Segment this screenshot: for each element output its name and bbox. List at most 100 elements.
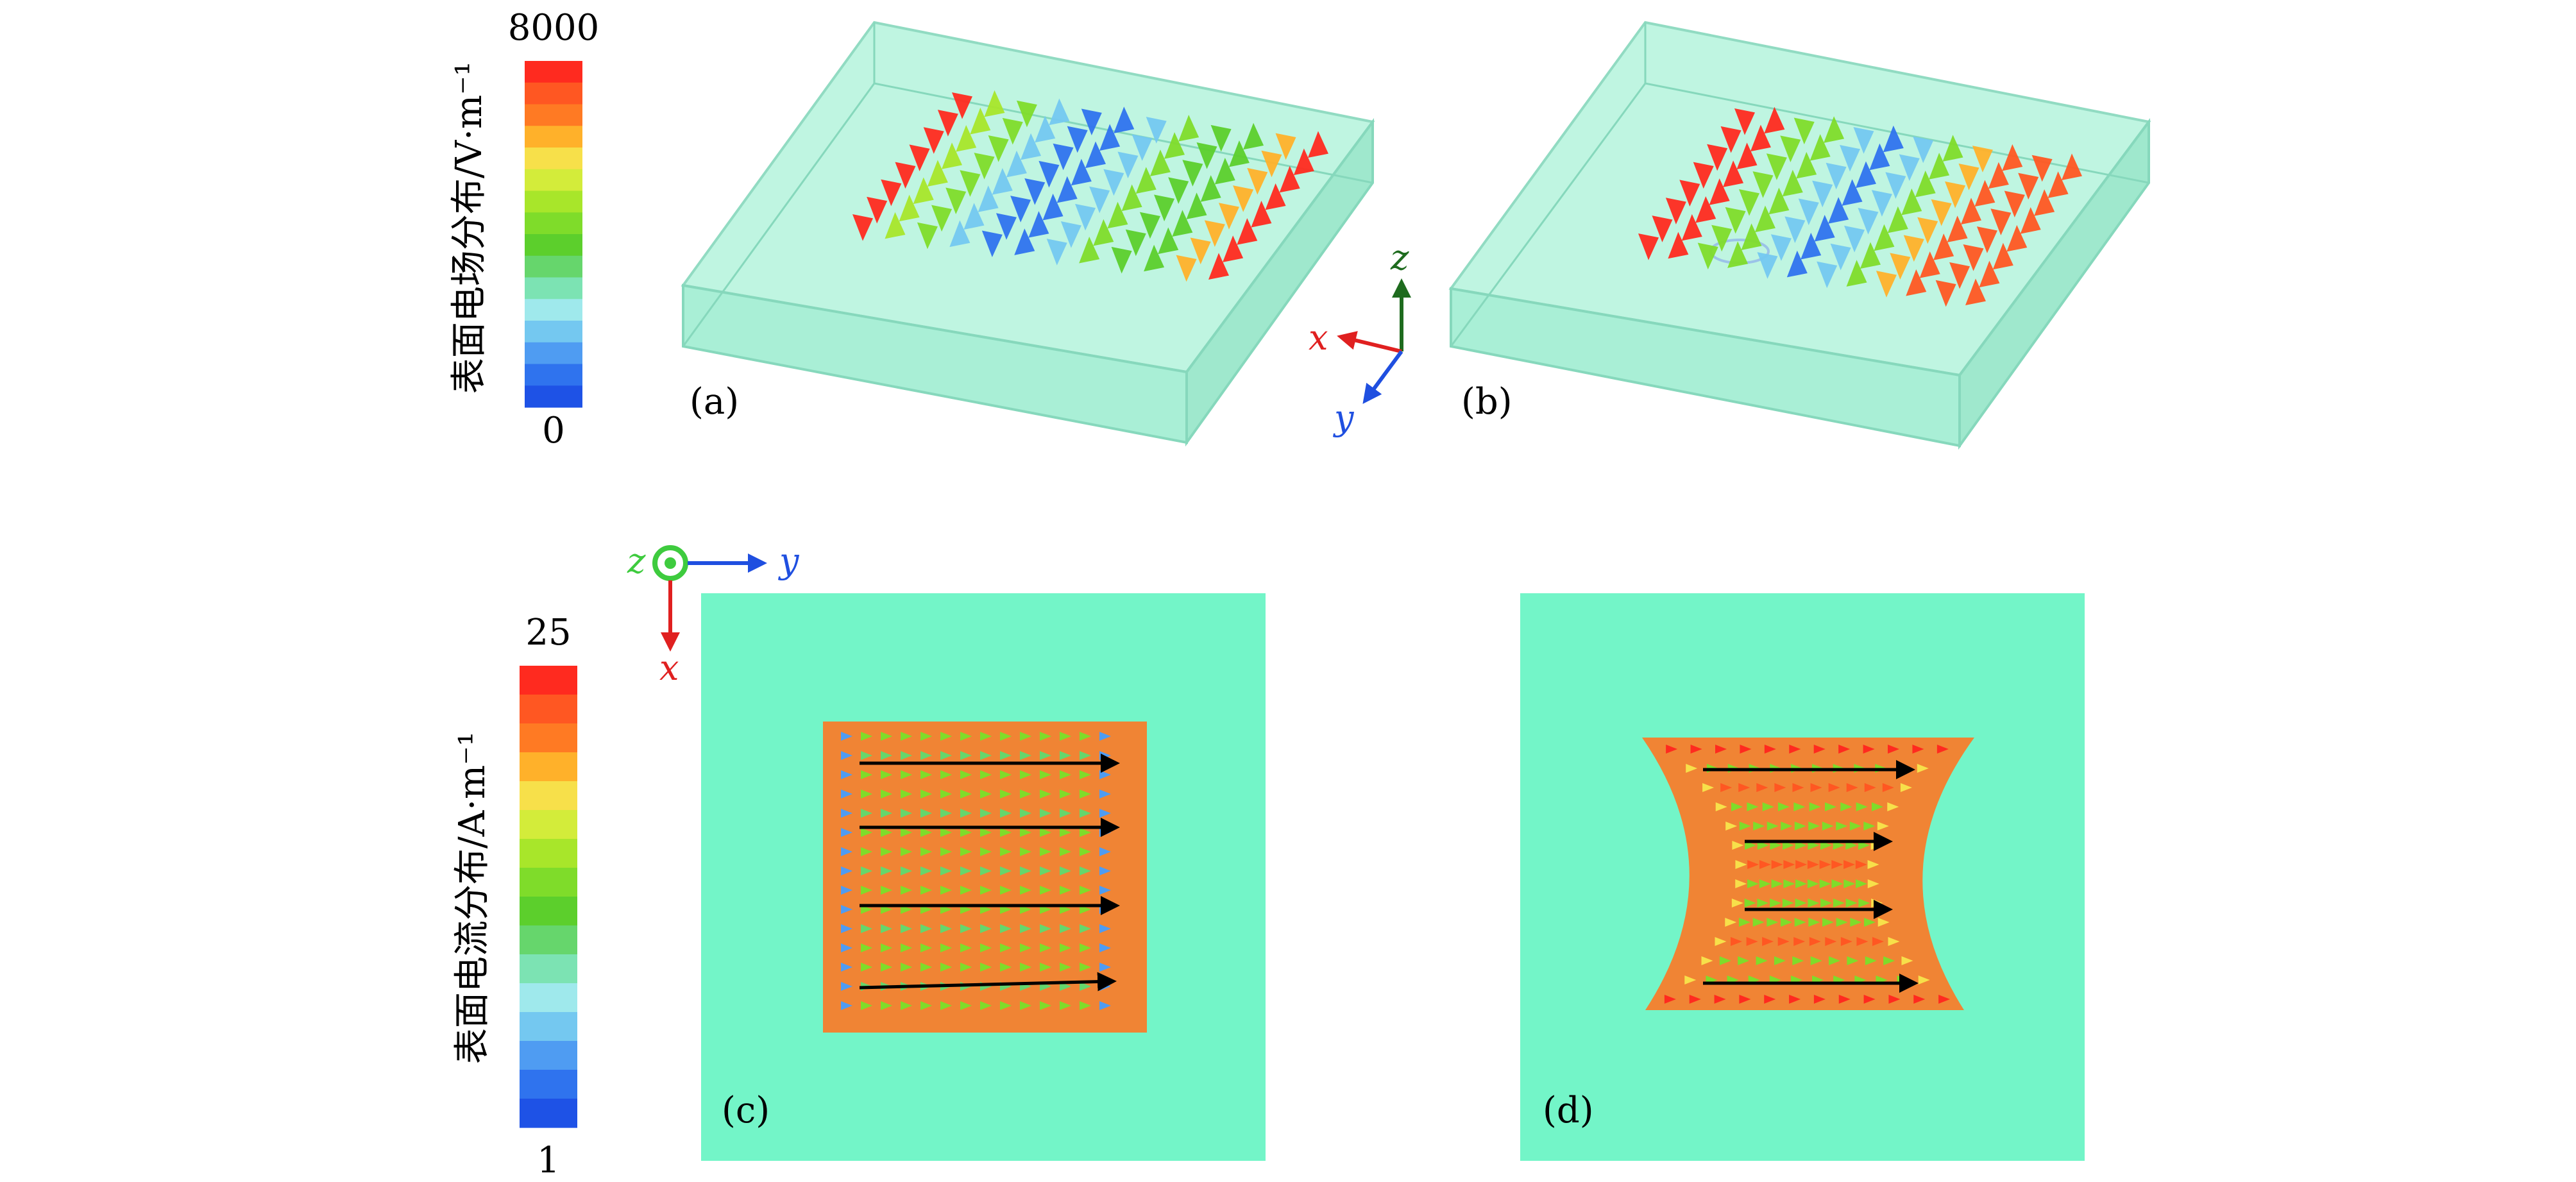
field-cone: [1067, 126, 1088, 153]
current-arrow: [1744, 899, 1756, 908]
current-arrow: [1000, 866, 1012, 875]
field-cone: [1056, 176, 1078, 203]
current-arrow: [1864, 783, 1876, 792]
field-cone: [1801, 232, 1822, 260]
current-arrow: [1793, 937, 1806, 946]
axes-top-view-indicator: z y x: [627, 541, 800, 688]
current-arrow: [881, 924, 892, 933]
current-arrow: [881, 943, 892, 952]
current-arrow: [1060, 770, 1071, 779]
field-cone: [1293, 148, 1314, 176]
field-cone: [1089, 186, 1110, 214]
field-cone: [2047, 171, 2069, 198]
field-cone: [1709, 178, 1730, 205]
field-cone: [1814, 215, 1835, 242]
field-cone: [1693, 162, 1714, 189]
field-cone: [1028, 211, 1049, 238]
current-arrow: [1738, 918, 1750, 927]
colorbar-electric-field-stop: [525, 277, 582, 300]
current-arrow: [960, 963, 972, 972]
current-arrow: [980, 751, 992, 760]
z-axis-label: z: [1390, 237, 1409, 278]
current-arrow: [1762, 802, 1774, 811]
current-arrow: [1774, 783, 1786, 792]
current-arrow: [1865, 956, 1877, 965]
y-axis-label: y: [1333, 398, 1355, 438]
current-arrow: [1739, 995, 1751, 1004]
colorbar-surface-current-stop: [520, 897, 577, 926]
field-cone: [917, 222, 938, 249]
current-arrow: [841, 963, 852, 972]
electric-field-arrows-b: [1638, 106, 2082, 307]
current-arrow: [1080, 886, 1091, 895]
current-arrow: [1888, 995, 1901, 1004]
current-arrow: [1831, 860, 1843, 869]
current-arrow: [1846, 783, 1858, 792]
current-arrow: [881, 828, 892, 837]
current-arrow: [960, 751, 972, 760]
current-arrow: [1771, 860, 1783, 869]
current-arrow: [861, 809, 872, 818]
current-arrow: [1099, 924, 1111, 933]
x-axis-label: x: [1309, 317, 1328, 358]
current-arrow: [1690, 745, 1702, 754]
field-cone: [2004, 190, 2025, 218]
field-cone: [895, 162, 916, 189]
y-axis-label-top: y: [778, 541, 800, 581]
field-cone: [1107, 201, 1128, 229]
current-arrow: [861, 789, 872, 798]
current-arrow: [1040, 828, 1051, 837]
current-arrow: [901, 1001, 912, 1010]
current-arrow: [1080, 847, 1091, 856]
field-cone: [1016, 100, 1037, 128]
field-cone: [909, 144, 930, 172]
field-cone: [1139, 212, 1160, 239]
colorbar-electric-field-stop: [525, 342, 582, 365]
current-arrow: [940, 1001, 952, 1010]
electric-field-arrows-a: [852, 90, 1328, 282]
field-cone: [1172, 210, 1193, 237]
field-cone: [1826, 162, 1847, 190]
field-cone: [1858, 208, 1879, 235]
current-arrow: [861, 924, 872, 933]
field-cone: [2062, 153, 2082, 180]
colorbar-surface-current-stops: [520, 666, 577, 1128]
field-cone: [1247, 167, 1268, 195]
panel-label-d: (d): [1543, 1090, 1594, 1131]
current-arrow: [1836, 822, 1848, 831]
current-arrow: [1819, 879, 1831, 888]
field-cone: [1817, 261, 1838, 289]
current-arrow: [901, 770, 912, 779]
colorbar-electric-field-stop: [525, 190, 582, 213]
field-cone: [1890, 253, 1911, 280]
field-cone: [1071, 158, 1092, 186]
field-cone: [1679, 180, 1700, 207]
current-arrow: [980, 789, 992, 798]
field-cone: [927, 160, 948, 187]
field-cone: [1725, 207, 1746, 234]
field-cone: [1979, 260, 2000, 288]
current-arrow: [1060, 982, 1071, 991]
current-arrow: [861, 828, 872, 837]
field-cone: [1707, 144, 1728, 171]
field-cone: [1766, 153, 1787, 180]
current-arrow: [1664, 995, 1676, 1004]
field-cone: [1840, 144, 1861, 172]
field-cone: [1158, 227, 1179, 255]
field-cone: [1842, 179, 1863, 206]
current-arrow: [1822, 918, 1835, 927]
current-arrow: [1888, 937, 1900, 946]
colorbar-electric-field-stop: [525, 126, 582, 148]
current-arrow: [1850, 918, 1862, 927]
field-cone: [1757, 252, 1778, 279]
field-cone: [881, 179, 902, 207]
field-cone: [2034, 189, 2055, 216]
current-arrow: [861, 1001, 872, 1010]
field-cone: [1963, 244, 1984, 271]
field-cone: [1002, 117, 1023, 145]
field-cone: [1196, 142, 1217, 169]
colorbar-surface-current: 25 1 表面电流分布/A·m⁻¹: [452, 612, 577, 1181]
current-arrow: [881, 963, 892, 972]
y-axis-arrow: [1362, 350, 1403, 404]
field-cone: [1228, 140, 1250, 167]
